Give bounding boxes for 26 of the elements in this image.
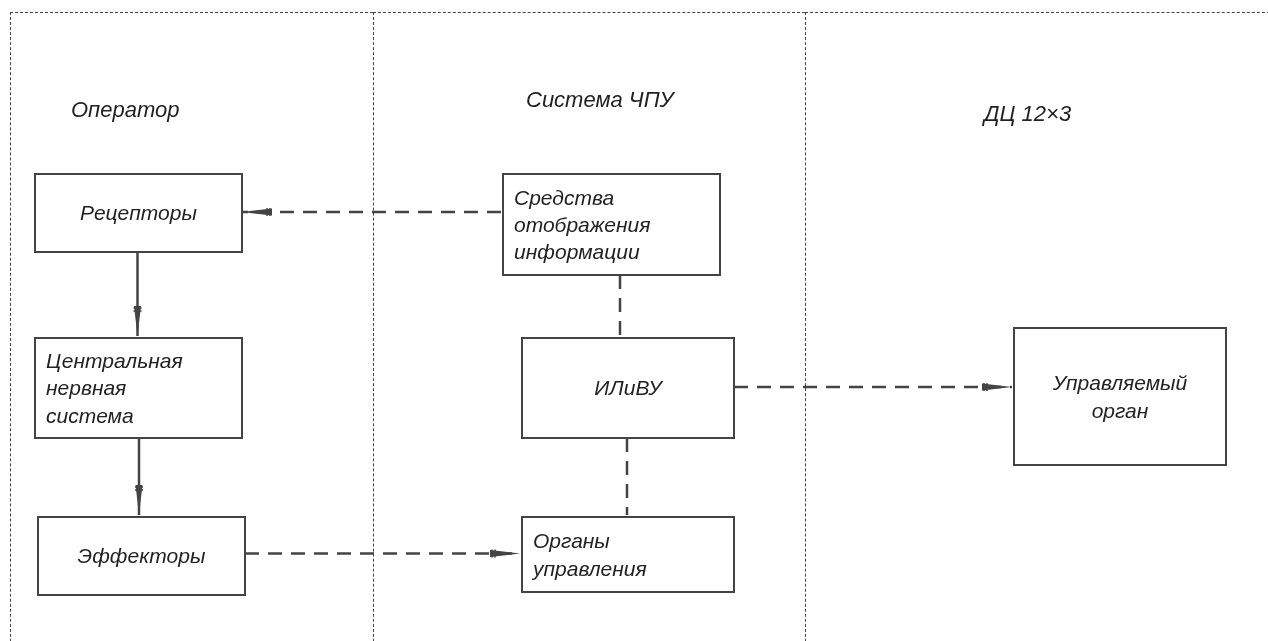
process-box — [502, 173, 721, 276]
process-box — [34, 337, 243, 439]
arrow — [734, 382, 1013, 392]
box-label: Управляемый орган — [1051, 370, 1189, 424]
process-box — [37, 516, 246, 596]
zone-title: ДЦ 12×3 — [984, 101, 1072, 127]
zone-title: Система ЧПУ — [526, 87, 674, 113]
zone-band — [373, 12, 805, 641]
box-label: Органы управления — [533, 528, 648, 582]
arrow — [245, 548, 521, 559]
box-label: Средства отображения информации — [514, 184, 652, 266]
connector-line — [618, 275, 622, 336]
zone-band — [805, 12, 1268, 641]
process-box — [34, 173, 243, 253]
zone-title: Оператор — [71, 97, 180, 123]
box-label: Эффекторы — [77, 543, 206, 570]
box-label: ИЛиВУ — [594, 375, 662, 402]
process-box — [521, 337, 735, 439]
box-label: Рецепторы — [80, 200, 197, 227]
arrow — [134, 438, 144, 516]
connector-line — [625, 438, 629, 515]
zone-band — [10, 12, 373, 641]
arrow — [132, 252, 143, 337]
box-label: Центральная нервная система — [46, 348, 184, 429]
process-box — [1013, 327, 1227, 466]
process-box — [521, 516, 735, 593]
